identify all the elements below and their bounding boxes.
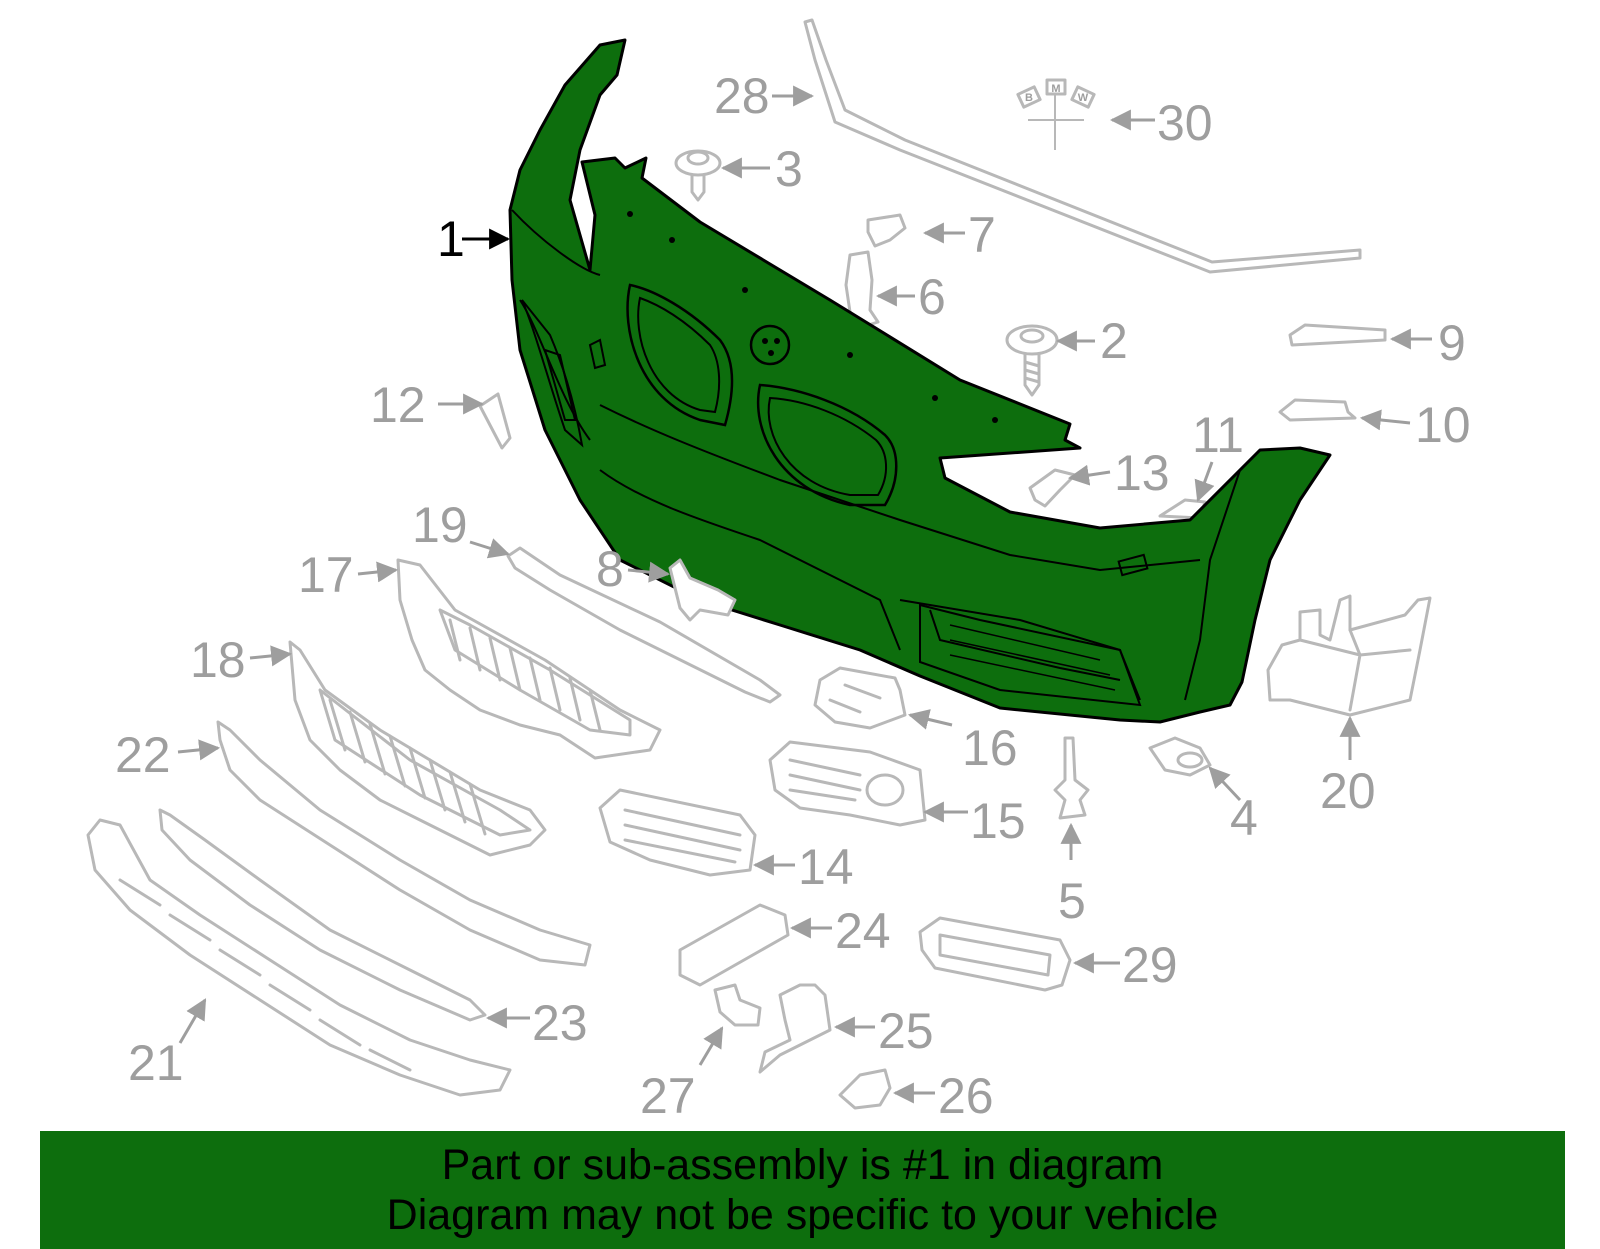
- callout-label: 10: [1415, 397, 1471, 453]
- callout-21[interactable]: 21: [128, 998, 207, 1091]
- callout-label: 8: [596, 541, 624, 597]
- part-25-bracket: [758, 983, 832, 1074]
- part-23-strip: [158, 808, 487, 1022]
- part-17-grille: [396, 558, 662, 760]
- callout-label: 22: [115, 727, 171, 783]
- emblem-letter-b: B: [1025, 92, 1033, 104]
- callout-23[interactable]: 23: [485, 995, 588, 1051]
- callout-label: 23: [532, 995, 588, 1051]
- callout-label: 26: [938, 1068, 994, 1124]
- callout-17[interactable]: 17: [298, 547, 399, 603]
- part-10-bracket: [1278, 398, 1357, 422]
- callout-label: 7: [968, 207, 996, 263]
- callout-4[interactable]: 4: [1208, 766, 1258, 846]
- callout-11[interactable]: 11: [1192, 407, 1244, 502]
- callout-label: 11: [1192, 407, 1244, 463]
- callout-label: 6: [918, 269, 946, 325]
- part-19-strip: [506, 546, 782, 704]
- callout-label: 1: [437, 211, 465, 267]
- callout-3[interactable]: 3: [720, 141, 803, 197]
- emblem-letter-w: W: [1078, 92, 1089, 104]
- callout-6[interactable]: 6: [875, 269, 946, 325]
- callout-label: 28: [714, 68, 770, 124]
- callout-30[interactable]: 30: [1109, 95, 1213, 151]
- callout-label: 30: [1157, 95, 1213, 151]
- part-13-clip: [1028, 468, 1077, 508]
- part-2-screw: [1005, 324, 1059, 397]
- part-4-clip: [1148, 736, 1212, 777]
- callout-27[interactable]: 27: [640, 1026, 724, 1124]
- part-6-bracket: [844, 250, 880, 328]
- callout-label: 25: [878, 1003, 934, 1059]
- callout-28[interactable]: 28: [714, 68, 815, 124]
- part-8-bracket: [668, 558, 737, 622]
- callout-label: 2: [1100, 313, 1128, 369]
- callout-label: 14: [798, 839, 854, 895]
- part-5-pin: [1053, 736, 1090, 820]
- callout-label: 3: [775, 141, 803, 197]
- callout-15[interactable]: 15: [922, 793, 1026, 849]
- callout-19[interactable]: 19: [412, 497, 511, 559]
- part-18-grille: [288, 640, 547, 857]
- callout-label: 4: [1230, 790, 1258, 846]
- callout-16[interactable]: 16: [907, 709, 1018, 776]
- part-16-bracket: [813, 666, 907, 730]
- banner-line-2: Diagram may not be specific to your vehi…: [386, 1191, 1219, 1239]
- part-14-grille: [598, 788, 757, 877]
- part-21-carrier: [86, 818, 512, 1097]
- callout-20[interactable]: 20: [1320, 715, 1376, 819]
- callout-2[interactable]: 2: [1055, 313, 1128, 369]
- part-29-cover: [918, 916, 1072, 992]
- part-7-bracket: [866, 213, 907, 248]
- callout-label: 16: [962, 720, 1018, 776]
- callout-7[interactable]: 7: [922, 207, 996, 263]
- callout-label: 20: [1320, 763, 1376, 819]
- callout-13[interactable]: 13: [1067, 445, 1170, 501]
- part-27-bracket: [713, 983, 762, 1027]
- part-15-fog-grille: [768, 740, 927, 827]
- part-11-cover: [1158, 498, 1207, 520]
- callout-label: 17: [298, 547, 354, 603]
- callout-14[interactable]: 14: [752, 839, 854, 895]
- part-26-bracket: [838, 1068, 892, 1110]
- part-30-emblem: B M W: [1016, 78, 1096, 150]
- callout-label: 15: [970, 793, 1026, 849]
- callout-10[interactable]: 10: [1359, 397, 1471, 453]
- info-banner: Part or sub-assembly is #1 in diagram Di…: [40, 1131, 1565, 1249]
- part-22-reinforcement: [216, 720, 592, 967]
- callout-8[interactable]: 8: [596, 541, 671, 597]
- callout-label: 12: [370, 377, 426, 433]
- callout-22[interactable]: 22: [115, 727, 221, 783]
- callout-18[interactable]: 18: [190, 632, 293, 688]
- callout-5[interactable]: 5: [1058, 822, 1086, 929]
- banner-line-1: Part or sub-assembly is #1 in diagram: [441, 1141, 1164, 1189]
- callout-label: 27: [640, 1068, 696, 1124]
- callout-label: 29: [1122, 937, 1178, 993]
- callout-26[interactable]: 26: [892, 1068, 994, 1124]
- callout-label: 9: [1438, 315, 1466, 371]
- callout-1[interactable]: 1: [437, 211, 511, 267]
- part-3-clip: [674, 149, 722, 202]
- emblem-letter-m: M: [1051, 83, 1060, 95]
- callout-12[interactable]: 12: [370, 377, 485, 433]
- part-20-air-duct: [1266, 594, 1432, 717]
- callout-label: 21: [128, 1035, 184, 1091]
- part-24-bracket: [678, 903, 790, 987]
- callout-9[interactable]: 9: [1389, 315, 1466, 371]
- callout-25[interactable]: 25: [833, 1003, 934, 1059]
- callout-24[interactable]: 24: [789, 903, 891, 959]
- part-1-bumper-cover: [508, 38, 1332, 724]
- callout-label: 5: [1058, 873, 1086, 929]
- callout-label: 24: [835, 903, 891, 959]
- part-9-trim: [1288, 323, 1387, 347]
- part-28-trim-strip: [803, 18, 1362, 274]
- callout-label: 19: [412, 497, 468, 553]
- part-12-clip: [478, 392, 512, 450]
- callout-29[interactable]: 29: [1072, 937, 1178, 993]
- callout-label: 18: [190, 632, 246, 688]
- callout-label: 13: [1114, 445, 1170, 501]
